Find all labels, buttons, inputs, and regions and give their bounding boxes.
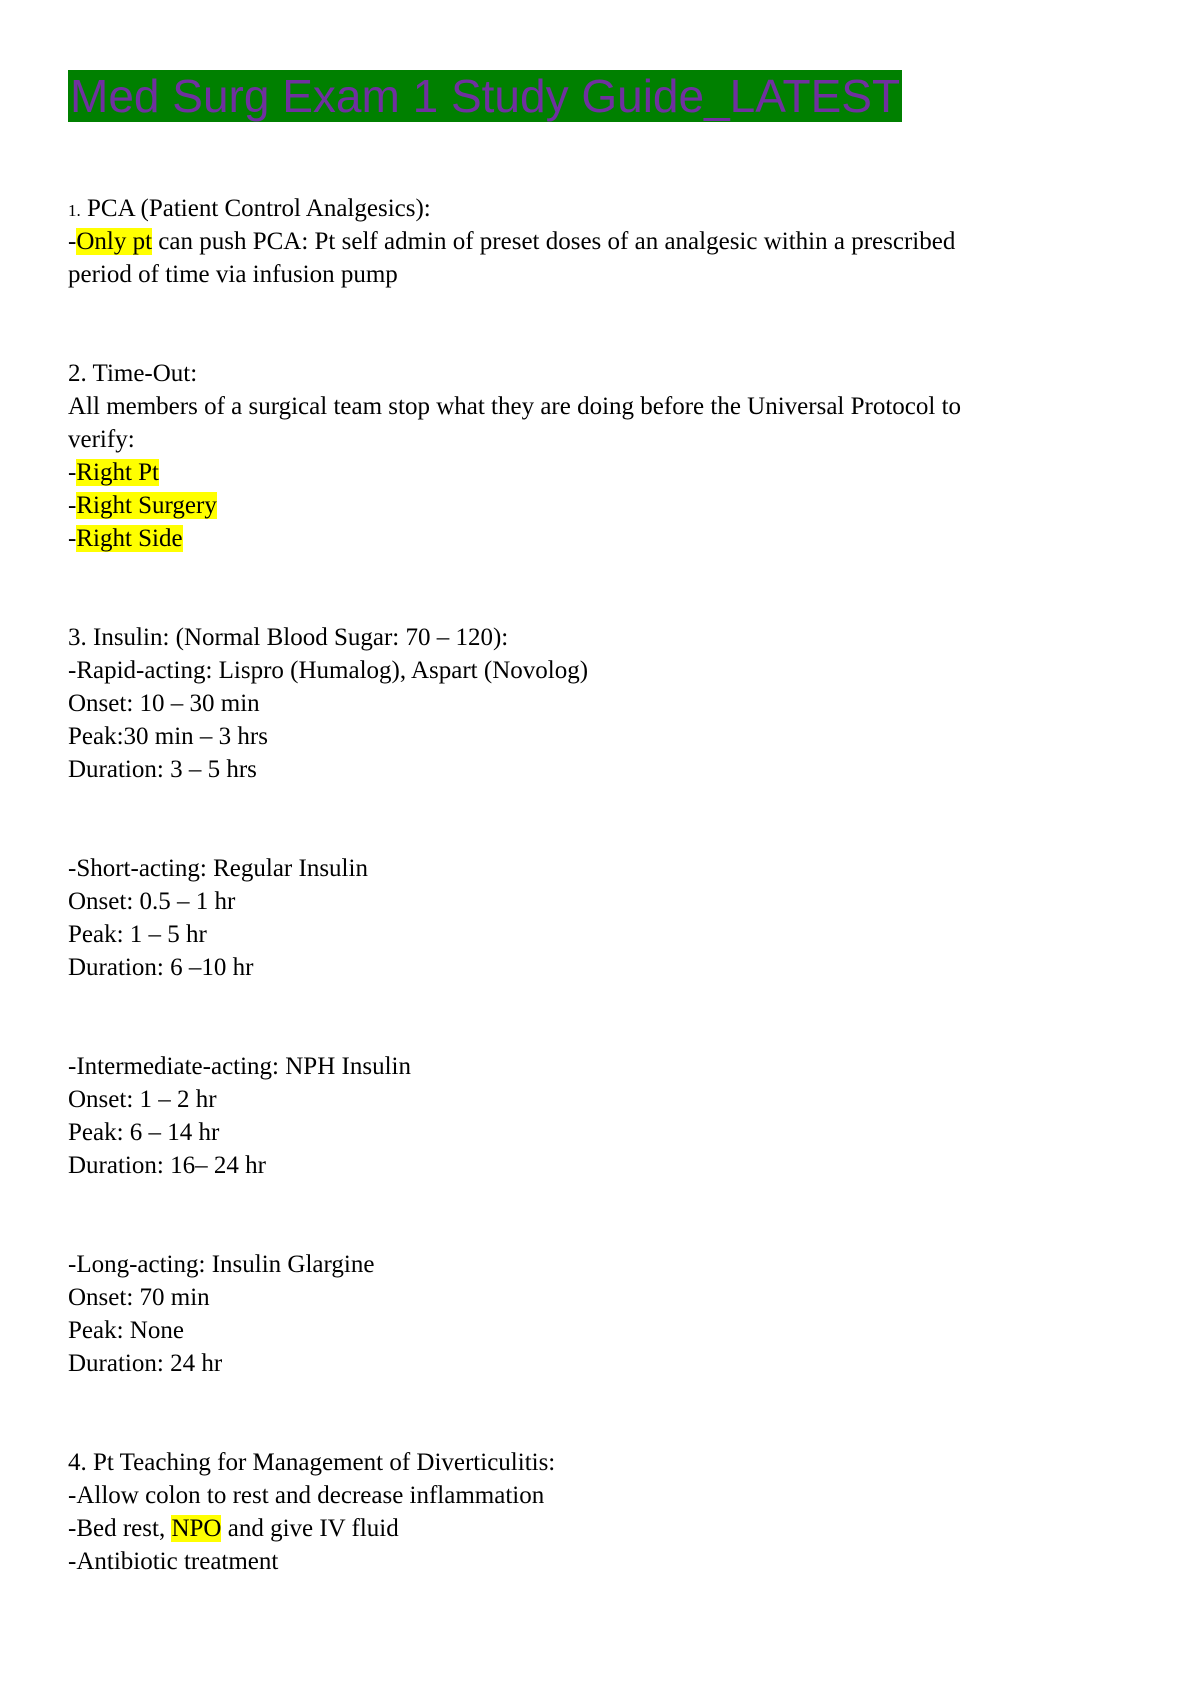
insulin-long-type: -Long-acting: Insulin Glargine xyxy=(68,1251,375,1278)
diverticulitis-line-2-prefix: -Bed rest, xyxy=(68,1515,172,1542)
insulin-intermediate-onset: Onset: 1 – 2 hr xyxy=(68,1086,217,1113)
diverticulitis-line-3: -Antibiotic treatment xyxy=(68,1548,279,1575)
insulin-rapid-onset: Onset: 10 – 30 min xyxy=(68,690,260,717)
spacer xyxy=(68,984,1128,1050)
insulin-short-onset: Onset: 0.5 – 1 hr xyxy=(68,888,236,915)
pca-heading-text: PCA (Patient Control Analgesics): xyxy=(80,195,431,222)
document-content: 1. PCA (Patient Control Analgesics): -On… xyxy=(68,192,1128,1578)
insulin-short-peak: Peak: 1 – 5 hr xyxy=(68,921,207,948)
insulin-short-type: -Short-acting: Regular Insulin xyxy=(68,855,368,882)
insulin-long-onset: Onset: 70 min xyxy=(68,1284,210,1311)
pca-line-1-rest: can push PCA: Pt self admin of preset do… xyxy=(152,228,956,255)
timeout-item-text: Right Surgery xyxy=(76,492,217,519)
insulin-intermediate-duration: Duration: 16– 24 hr xyxy=(68,1152,266,1179)
diverticulitis-highlight-npo: NPO xyxy=(171,1515,222,1542)
diverticulitis-line-2: -Bed rest, NPO and give IV fluid xyxy=(68,1512,1128,1545)
timeout-item-prefix: - xyxy=(68,492,77,519)
pca-line-1: -Only pt can push PCA: Pt self admin of … xyxy=(68,225,1128,258)
insulin-rapid-peak: Peak:30 min – 3 hrs xyxy=(68,723,268,750)
insulin-intermediate-type: -Intermediate-acting: NPH Insulin xyxy=(68,1053,411,1080)
insulin-long-peak: Peak: None xyxy=(68,1317,184,1344)
insulin-heading: 3. Insulin: (Normal Blood Sugar: 70 – 12… xyxy=(68,624,509,651)
timeout-item-right-pt: -Right Pt xyxy=(68,456,1128,489)
diverticulitis-line-1: -Allow colon to rest and decrease inflam… xyxy=(68,1482,545,1509)
timeout-item-prefix: - xyxy=(68,459,77,486)
timeout-line-1: All members of a surgical team stop what… xyxy=(68,393,962,420)
spacer xyxy=(68,291,1128,357)
pca-line-2: period of time via infusion pump xyxy=(68,261,398,288)
insulin-rapid-type: -Rapid-acting: Lispro (Humalog), Aspart … xyxy=(68,657,589,684)
spacer xyxy=(68,786,1128,852)
timeout-item-right-side: -Right Side xyxy=(68,522,1128,555)
spacer xyxy=(68,1182,1128,1248)
pca-heading: 1. PCA (Patient Control Analgesics): xyxy=(68,192,1128,225)
timeout-item-text: Right Side xyxy=(76,525,183,552)
timeout-item-prefix: - xyxy=(68,525,77,552)
timeout-heading: 2. Time-Out: xyxy=(68,360,198,387)
timeout-line-2: verify: xyxy=(68,426,135,453)
spacer xyxy=(68,555,1128,621)
timeout-item-text: Right Pt xyxy=(76,459,159,486)
insulin-short-duration: Duration: 6 –10 hr xyxy=(68,954,254,981)
spacer xyxy=(68,1380,1128,1446)
insulin-intermediate-peak: Peak: 6 – 14 hr xyxy=(68,1119,220,1146)
pca-highlight-only-pt: Only pt xyxy=(76,228,153,255)
title-container: Med Surg Exam 1 Study Guide_LATEST xyxy=(68,70,903,122)
timeout-item-right-surgery: -Right Surgery xyxy=(68,489,1128,522)
pca-line-1-prefix: - xyxy=(68,228,77,255)
document-title: Med Surg Exam 1 Study Guide_LATEST xyxy=(68,70,903,122)
insulin-long-duration: Duration: 24 hr xyxy=(68,1350,223,1377)
pca-number: 1. xyxy=(68,201,81,220)
diverticulitis-heading: 4. Pt Teaching for Management of Diverti… xyxy=(68,1449,556,1476)
insulin-rapid-duration: Duration: 3 – 5 hrs xyxy=(68,756,257,783)
diverticulitis-line-2-rest: and give IV fluid xyxy=(221,1515,399,1542)
